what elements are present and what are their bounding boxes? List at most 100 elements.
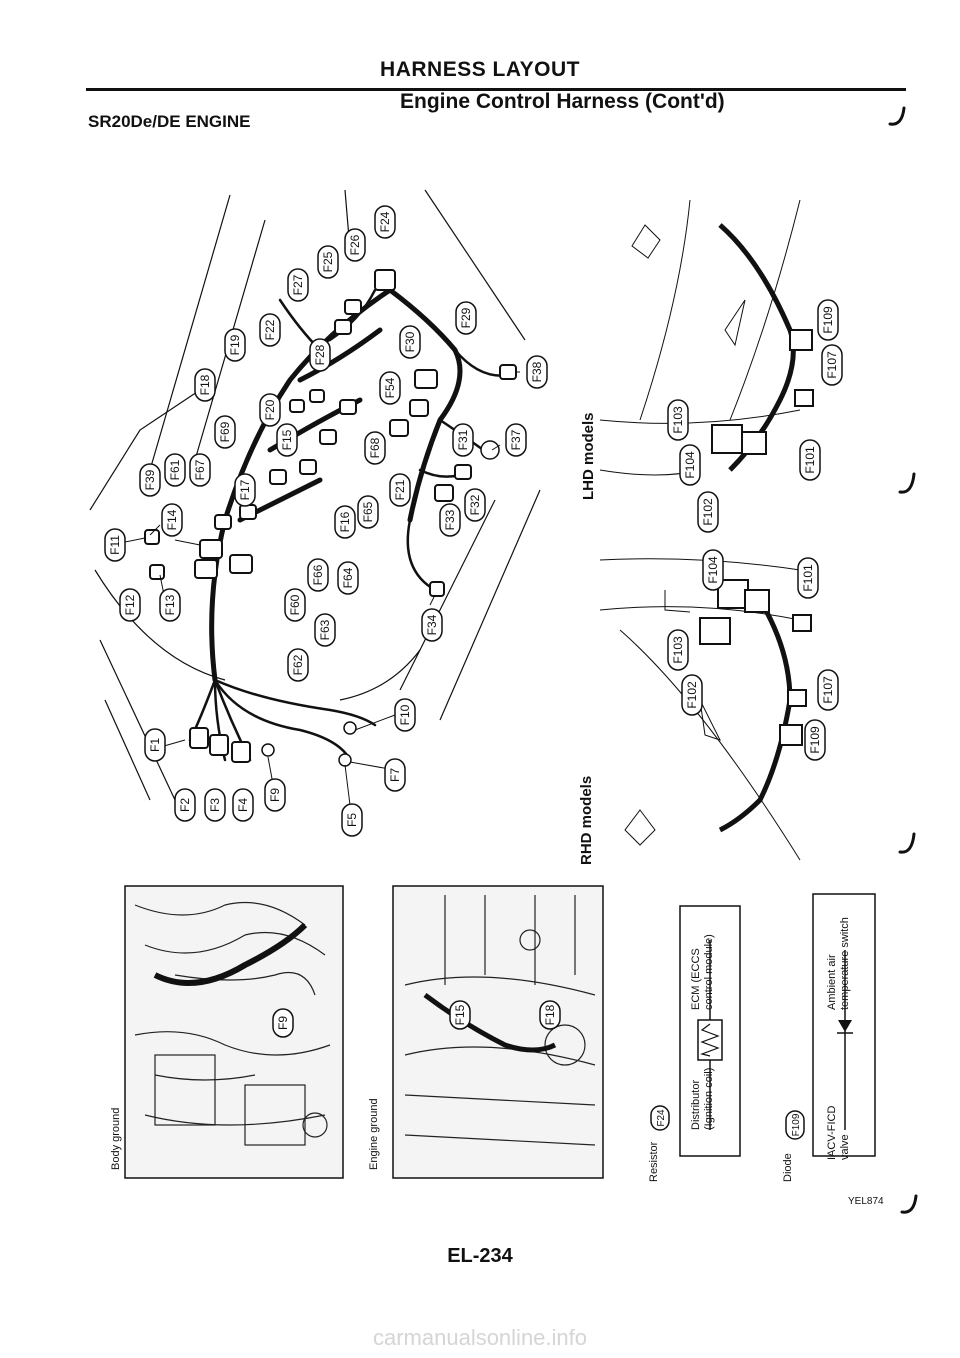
rhd-connector-f101: F101	[797, 557, 819, 599]
svg-text:F39: F39	[143, 469, 157, 490]
svg-text:F33: F33	[443, 509, 457, 530]
connector-f21: F21	[389, 473, 411, 507]
connector-f31: F31	[452, 423, 474, 457]
page-title: HARNESS LAYOUT	[380, 58, 580, 81]
harness-diagram: F11 F12 F13 F14 F39 F61 F67 F18 F19 F69 …	[89, 189, 843, 861]
svg-text:F38: F38	[530, 361, 544, 382]
svg-text:F19: F19	[228, 334, 242, 355]
margin-marks	[888, 106, 918, 1214]
svg-text:F9: F9	[268, 788, 282, 802]
svg-text:F27: F27	[291, 274, 305, 295]
rhd-connector-f102: F102	[681, 674, 703, 716]
lhd-connector-f107: F107	[821, 344, 843, 386]
connector-f61: F61	[164, 453, 186, 487]
svg-text:F13: F13	[163, 594, 177, 615]
connector-f22: F22	[259, 313, 281, 347]
connector-f62: F62	[287, 648, 309, 682]
connector-f64: F64	[337, 561, 359, 595]
connector-f24: F24	[374, 205, 396, 239]
svg-text:F29: F29	[459, 307, 473, 328]
photo-connector-f15: F15	[449, 1000, 471, 1030]
resistor-right-label-2: control module)	[703, 934, 715, 1010]
margin-mark-1	[888, 106, 906, 126]
svg-text:F61: F61	[168, 459, 182, 480]
svg-text:F32: F32	[468, 494, 482, 515]
svg-text:F14: F14	[165, 509, 179, 530]
rhd-view	[599, 558, 812, 861]
svg-text:F22: F22	[263, 319, 277, 340]
svg-text:F25: F25	[321, 251, 335, 272]
svg-text:F16: F16	[338, 511, 352, 532]
connector-f2: F2	[174, 788, 196, 822]
resistor-right-label: ECM (ECCS	[690, 948, 702, 1010]
connector-f20: F20	[259, 393, 281, 427]
connector-f30: F30	[399, 325, 421, 359]
engine-ground-photo: F15 F18	[392, 885, 604, 1179]
svg-text:F15: F15	[280, 429, 294, 450]
rhd-models-label: RHD models	[578, 775, 595, 865]
connector-f68: F68	[364, 431, 386, 465]
photo-connector-f18: F18	[539, 1000, 561, 1030]
svg-text:F69: F69	[218, 421, 232, 442]
svg-text:F28: F28	[313, 344, 327, 365]
connector-f26: F26	[344, 228, 366, 262]
svg-text:F104: F104	[706, 556, 720, 584]
connector-f5: F5	[341, 803, 363, 837]
svg-text:F64: F64	[341, 567, 355, 588]
body-ground-label: Body ground	[110, 1107, 122, 1170]
svg-text:F101: F101	[803, 446, 817, 474]
connector-f67: F67	[189, 453, 211, 487]
svg-text:F37: F37	[509, 429, 523, 450]
page-number: EL-234	[447, 1245, 513, 1267]
connector-f14: F14	[161, 503, 183, 537]
svg-text:F107: F107	[825, 351, 839, 379]
svg-text:F60: F60	[288, 594, 302, 615]
connector-labels: F11 F12 F13 F14 F39 F61 F67 F18 F19 F69 …	[104, 205, 548, 837]
svg-text:F103: F103	[671, 636, 685, 664]
resistor-legend: F24	[650, 905, 741, 1157]
connector-f69: F69	[214, 415, 236, 449]
margin-mark-3	[898, 832, 916, 854]
svg-text:F15: F15	[453, 1004, 467, 1025]
svg-text:F102: F102	[685, 681, 699, 709]
connector-f39: F39	[139, 463, 161, 497]
svg-text:F62: F62	[291, 654, 305, 675]
connector-f7: F7	[384, 758, 406, 792]
svg-text:F7: F7	[388, 768, 402, 782]
photo-connector-f9: F9	[272, 1008, 294, 1038]
svg-text:F109: F109	[791, 1113, 802, 1136]
svg-text:F10: F10	[398, 704, 412, 725]
svg-text:F102: F102	[701, 498, 715, 526]
svg-text:F24: F24	[656, 1109, 667, 1127]
rhd-connector-f107: F107	[817, 669, 839, 711]
svg-text:F31: F31	[456, 429, 470, 450]
svg-text:F103: F103	[671, 406, 685, 434]
svg-text:F109: F109	[821, 306, 835, 334]
connector-bodies	[144, 269, 517, 763]
diode-right-label: Ambient air	[826, 954, 838, 1010]
lhd-view	[599, 199, 814, 476]
header-rule	[86, 88, 906, 91]
connector-f4: F4	[232, 788, 254, 822]
svg-text:F30: F30	[403, 331, 417, 352]
lhd-connector-f102: F102	[697, 491, 719, 533]
resistor-left-label: Distributor	[690, 1079, 702, 1130]
connector-f63: F63	[314, 613, 336, 647]
connector-f17: F17	[234, 473, 256, 507]
connector-f15: F15	[276, 423, 298, 457]
connector-f60: F60	[284, 588, 306, 622]
resistor-left-label-2: (Ignition coil)	[703, 1067, 715, 1130]
connector-f25: F25	[317, 245, 339, 279]
lhd-connector-labels: F109 F107 F103 F104 F101 F102	[667, 299, 843, 533]
connector-f13: F13	[159, 588, 181, 622]
svg-text:F12: F12	[123, 594, 137, 615]
connector-f54: F54	[379, 371, 401, 405]
diode-legend: F109	[785, 893, 876, 1157]
lhd-connector-f103: F103	[667, 399, 689, 441]
connector-f32: F32	[464, 488, 486, 522]
engine-ground-label: Engine ground	[368, 1098, 380, 1170]
svg-text:F24: F24	[378, 211, 392, 232]
svg-text:F1: F1	[148, 738, 162, 752]
page-subtitle: Engine Control Harness (Cont'd)	[400, 90, 725, 113]
connector-f10: F10	[394, 698, 416, 732]
